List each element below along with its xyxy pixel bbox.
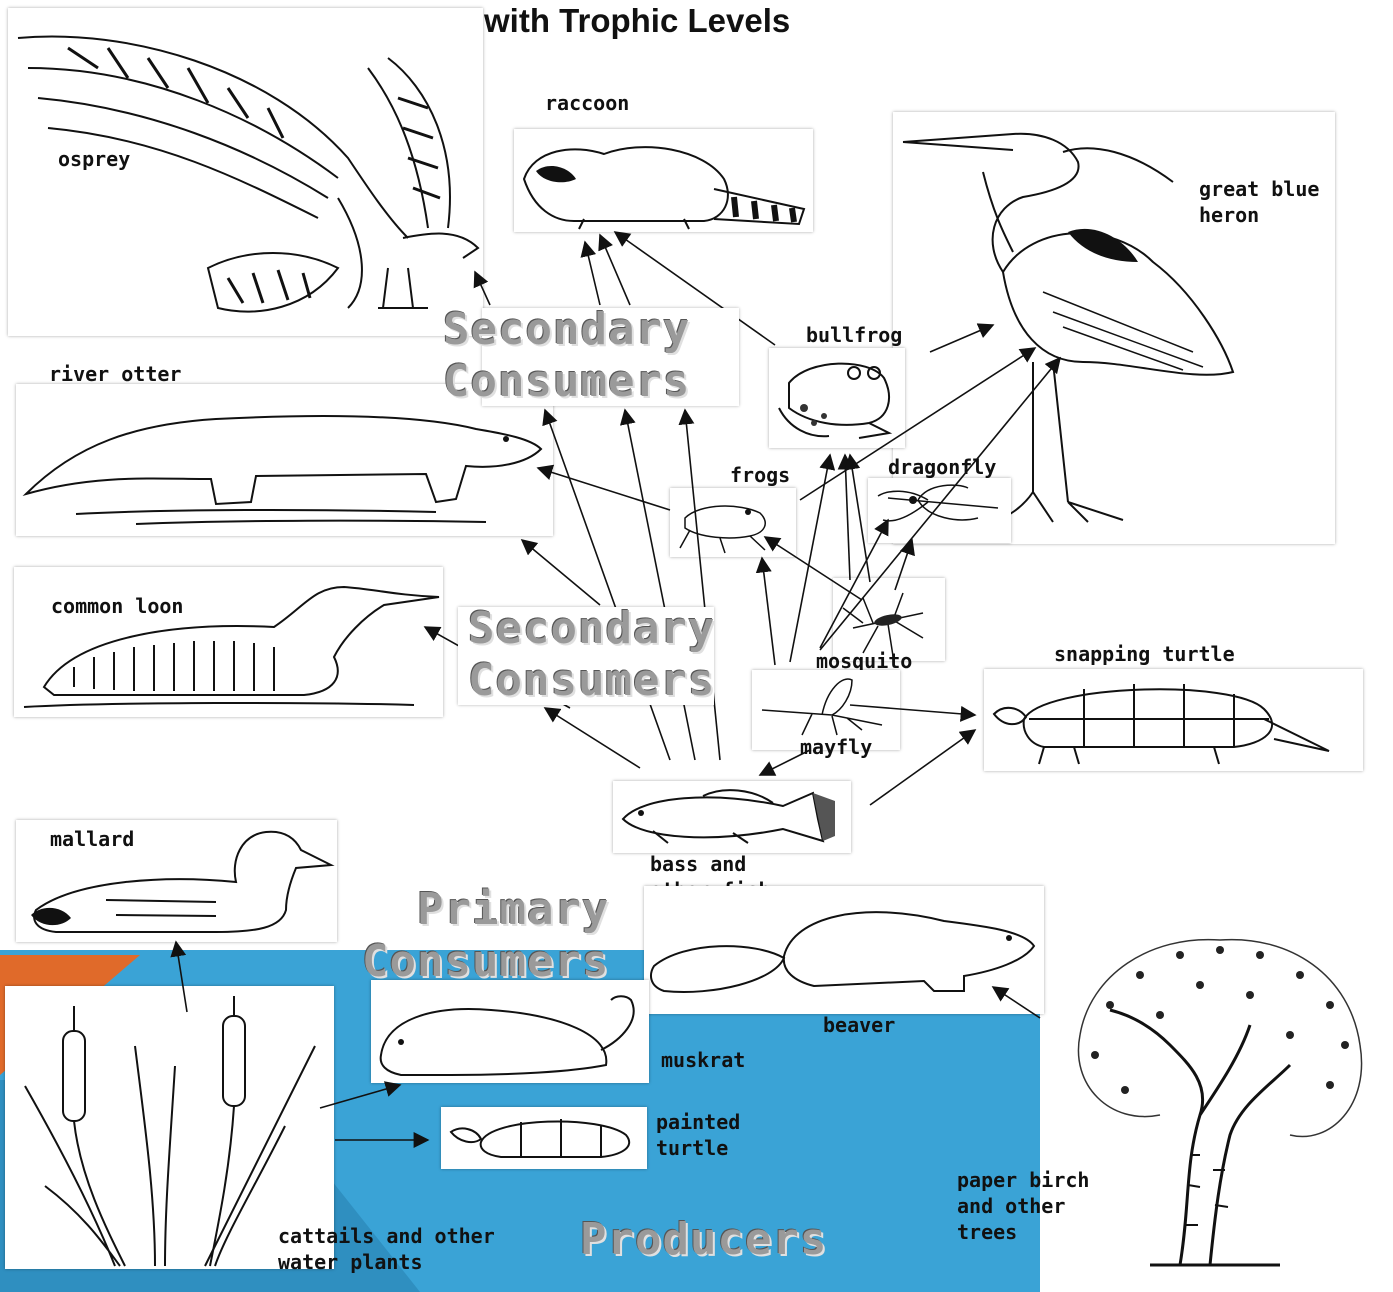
heron-label: great blue heron: [1199, 176, 1319, 228]
painted-turtle-label: painted turtle: [656, 1109, 740, 1161]
secondary-consumers-label-2: Secondary Consumers: [468, 603, 715, 707]
dragonfly-label: dragonfly: [888, 454, 996, 480]
beaver-label: beaver: [823, 1012, 895, 1038]
mayfly-label: mayfly: [800, 734, 872, 760]
frogs-icon: [670, 488, 796, 557]
snapping-turtle-icon: [984, 669, 1363, 771]
paper-birch-label: paper birch and other trees: [957, 1167, 1089, 1245]
osprey-card: osprey: [8, 8, 483, 336]
raccoon-label: raccoon: [545, 90, 629, 116]
tree-icon: [1050, 915, 1390, 1275]
dragonfly-icon: [868, 478, 1011, 543]
page-title: with Trophic Levels: [484, 2, 790, 40]
bullfrog-label: bullfrog: [806, 322, 902, 348]
osprey-label: osprey: [58, 146, 130, 172]
mallard-card: mallard: [16, 820, 337, 942]
painted-turtle-icon: [441, 1107, 647, 1169]
dragonfly-card: [868, 478, 1011, 543]
river-otter-label: river otter: [49, 361, 181, 387]
painted-turtle-card: [441, 1107, 647, 1169]
primary-consumers-label: Primary Consumers: [362, 884, 609, 988]
bullfrog-icon: [769, 348, 905, 448]
common-loon-icon: [14, 567, 443, 717]
beaver-icon: [644, 886, 1044, 1014]
snapping-turtle-label: snapping turtle: [1054, 641, 1235, 667]
common-loon-label: common loon: [51, 593, 183, 619]
beaver-card: [644, 886, 1044, 1014]
bullfrog-card: [769, 348, 905, 448]
raccoon-icon: [514, 129, 813, 232]
common-loon-card: common loon: [14, 567, 443, 717]
cattails-label: cattails and other water plants: [278, 1223, 495, 1275]
osprey-icon: [8, 8, 483, 336]
bass-card: [613, 781, 851, 853]
muskrat-card: [371, 980, 649, 1083]
muskrat-icon: [371, 980, 649, 1083]
frogs-label: frogs: [730, 462, 790, 488]
snapping-turtle-card: [984, 669, 1363, 771]
muskrat-label: muskrat: [661, 1047, 745, 1073]
frogs-card: [670, 488, 796, 557]
paper-birch-tree: [1050, 915, 1390, 1275]
secondary-consumers-label-1: Secondary Consumers: [443, 304, 690, 408]
producers-label: Producers: [580, 1214, 827, 1266]
raccoon-card: [514, 129, 813, 232]
bass-icon: [613, 781, 851, 853]
mallard-label: mallard: [50, 826, 134, 852]
